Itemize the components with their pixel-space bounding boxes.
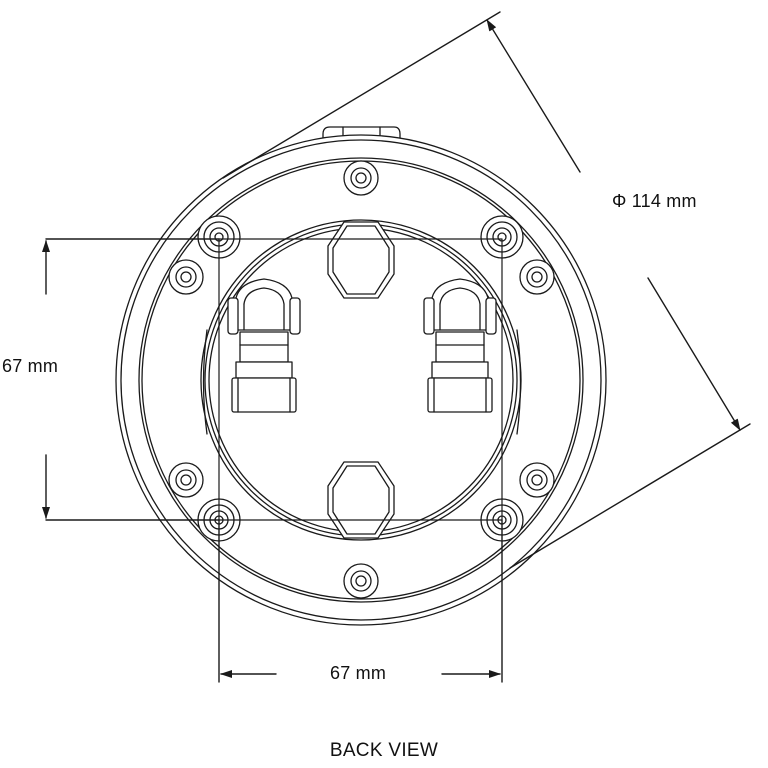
- screw-right-lower: [519, 462, 555, 498]
- view-title: BACK VIEW: [329, 740, 439, 761]
- screw-left-upper: [168, 259, 204, 295]
- diameter-label: Φ 114 mm: [612, 191, 697, 211]
- diameter-dimension: [222, 11, 751, 569]
- horizontal-dimension: [218, 519, 503, 683]
- screw-left-lower: [168, 462, 204, 498]
- vertical-dimension: [42, 238, 220, 521]
- flange-screws: [168, 160, 555, 599]
- right-connector: [423, 278, 497, 413]
- screw-top: [343, 160, 379, 196]
- bolt-top-left: [197, 215, 241, 259]
- bolt-spacing-square: [218, 238, 503, 521]
- screw-bottom: [343, 563, 379, 599]
- bottom-hex-nut: [327, 461, 395, 539]
- top-hex-nut: [327, 221, 395, 299]
- horizontal-spacing-label: 67 mm: [330, 663, 387, 683]
- left-connector: [227, 278, 301, 413]
- screw-right-upper: [519, 259, 555, 295]
- outer-flange: [115, 134, 607, 626]
- vertical-spacing-label: 67 mm: [2, 356, 59, 376]
